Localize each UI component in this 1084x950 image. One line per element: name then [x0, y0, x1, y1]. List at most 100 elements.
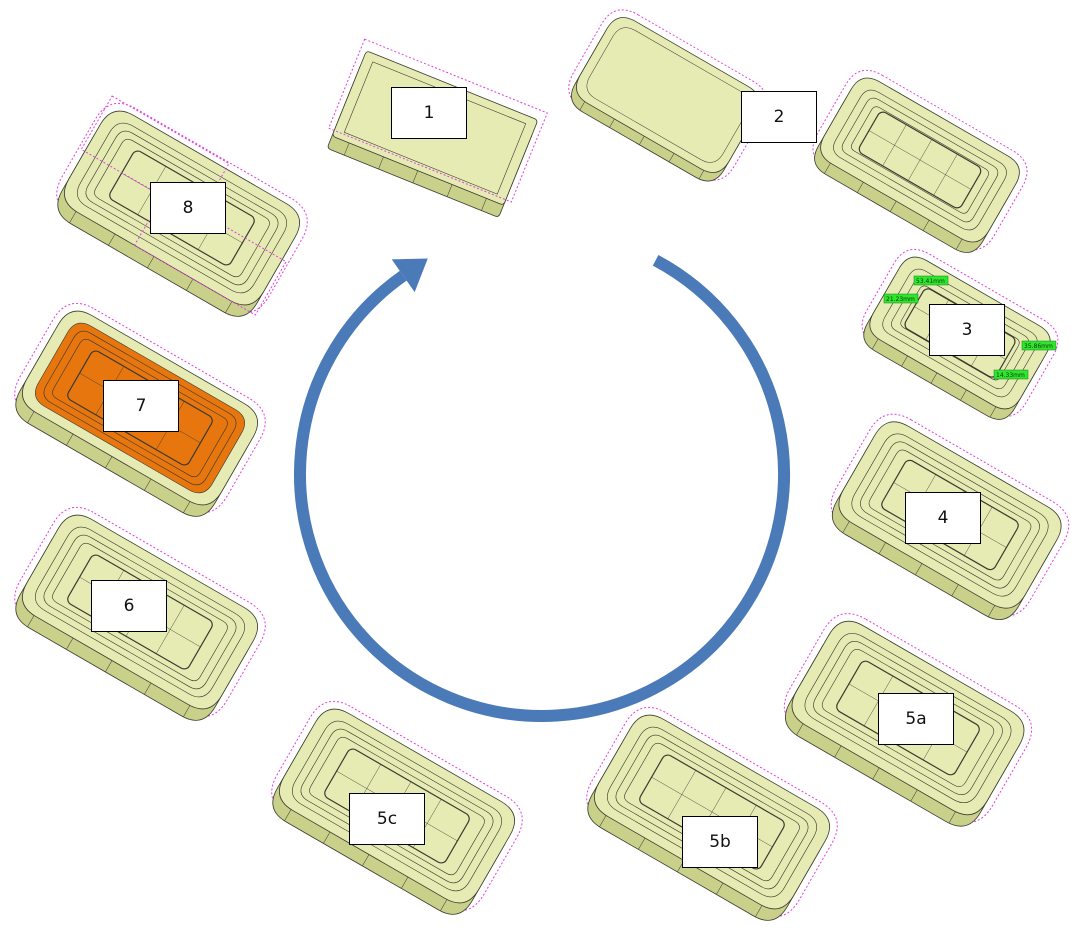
measurement-tag: 21.23mm: [883, 293, 919, 304]
side-seam: [824, 163, 831, 174]
side-seam: [948, 811, 956, 824]
pocket-ring: [851, 106, 989, 214]
side-seam: [323, 831, 331, 844]
side-seam: [930, 372, 938, 384]
side-seam: [144, 478, 152, 491]
side-seam: [27, 411, 35, 424]
side-seam: [987, 605, 995, 618]
pocket-ring: [860, 441, 1040, 589]
side-seam: [108, 233, 116, 246]
floor-grid-line: [868, 130, 972, 190]
measurement-value: 35.86mm: [1024, 343, 1053, 350]
pocket-ring: [868, 449, 1032, 581]
measurement-value: 53.41mm: [916, 278, 945, 285]
step-label-8: 8: [150, 182, 226, 234]
step-2-part-b: [812, 69, 1028, 253]
side-seam: [183, 501, 191, 514]
side-seam: [889, 201, 897, 212]
measurement-value: 21.23mm: [886, 296, 915, 303]
side-seam: [857, 182, 864, 193]
measurement-value: 14.33mm: [996, 372, 1025, 379]
side-seam: [66, 433, 74, 446]
pocket-ring: [615, 734, 809, 890]
side-seam: [698, 170, 705, 180]
step-label-4: 4: [905, 492, 981, 544]
side-seam: [609, 118, 615, 128]
side-seam: [755, 905, 763, 918]
side-seam: [66, 637, 74, 650]
side-seam: [668, 153, 675, 163]
pocket-ring: [34, 526, 246, 698]
pocket-ring: [43, 534, 237, 690]
pocket-ring: [76, 122, 288, 294]
side-seam: [27, 615, 35, 628]
pocket-ring: [821, 648, 995, 788]
side-seam: [638, 837, 646, 850]
side-seam: [910, 789, 918, 802]
boundary-outline: [783, 613, 1033, 823]
side-seam: [481, 198, 487, 211]
side-seam: [579, 101, 585, 111]
side-seam: [922, 220, 930, 231]
side-seam: [989, 406, 997, 418]
step-label-5b: 5b: [682, 816, 758, 868]
cycle-arrow-arc: [294, 255, 790, 722]
pocket-ring: [291, 720, 503, 892]
side-seam: [378, 156, 384, 170]
pocket-ring: [624, 742, 800, 882]
measurement-tag: 35.86mm: [1021, 340, 1057, 351]
pocket-ring: [851, 433, 1049, 597]
measurement-tag: 53.41mm: [913, 275, 949, 286]
pocket-ring: [309, 736, 485, 876]
side-seam: [440, 899, 448, 912]
side-seam: [225, 301, 233, 314]
side-seam: [955, 239, 963, 250]
side-seam: [144, 682, 152, 695]
pocket-ring: [94, 138, 270, 278]
side-seam: [639, 136, 645, 145]
pocket-ring: [833, 89, 1007, 231]
side-seam: [834, 745, 842, 758]
side-seam: [951, 584, 959, 597]
side-seam: [716, 882, 724, 895]
side-seam: [796, 723, 804, 736]
side-seam: [901, 355, 908, 367]
step-label-7: 7: [103, 380, 179, 432]
step-label-6: 6: [91, 580, 167, 632]
side-seam: [842, 521, 850, 534]
side-seam: [401, 876, 409, 889]
pocket-ring: [841, 97, 999, 223]
side-seam: [343, 142, 350, 156]
side-seam: [147, 256, 155, 269]
pocket-ring: [606, 726, 818, 898]
side-seam: [446, 184, 453, 197]
pocket-ring: [300, 728, 494, 884]
side-seam: [69, 211, 77, 224]
measurement-tag: 14.33mm: [993, 369, 1029, 380]
pocket-ring: [85, 130, 279, 286]
pocket-ring: [52, 542, 228, 682]
side-seam: [186, 278, 194, 291]
side-seam: [105, 660, 113, 673]
side-seam: [284, 809, 292, 822]
side-seam: [915, 563, 923, 576]
side-seam: [878, 542, 886, 555]
pocket-ring: [52, 338, 228, 478]
side-seam: [599, 815, 607, 828]
side-seam: [872, 767, 880, 780]
side-seam: [105, 456, 113, 469]
side-seam: [412, 170, 418, 183]
side-seam: [362, 854, 370, 867]
pocket-ring: [43, 330, 237, 486]
step-label-5a: 5a: [878, 693, 954, 745]
side-seam: [871, 338, 879, 350]
side-seam: [183, 705, 191, 718]
step-label-3: 3: [929, 304, 1005, 356]
cycle-arrow-head: [391, 258, 428, 293]
step-label-1: 1: [391, 87, 467, 139]
pocket-ring: [900, 285, 1020, 381]
step-label-5c: 5c: [349, 793, 425, 845]
side-seam: [960, 389, 967, 401]
